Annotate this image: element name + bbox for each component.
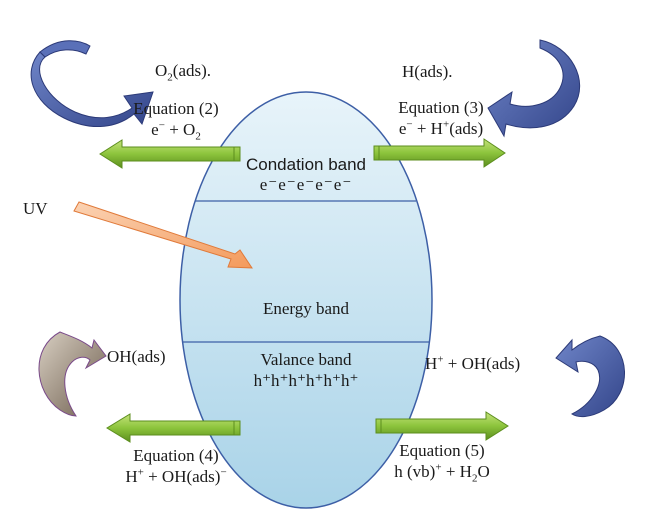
energy-band-label: Energy band <box>262 299 350 318</box>
energy-oval <box>179 91 433 509</box>
eq5-formula: h (vb)+ + H2O <box>394 461 490 485</box>
eq4-arrow <box>106 413 241 443</box>
eq5-arrow <box>375 411 509 441</box>
curved-arrow-icon <box>487 39 581 138</box>
curved-arrow-icon <box>30 40 154 128</box>
o2-ads-label: O2(ads). <box>155 61 212 84</box>
eq3-title: Equation (3) <box>398 98 484 117</box>
h-oh-ads-label: H+ + OH(ads) <box>425 353 521 373</box>
oh-ads-label: OH(ads) <box>107 347 166 366</box>
eq2-arrow <box>99 139 241 169</box>
eq2-title: Equation (2) <box>133 99 219 118</box>
uv-label: UV <box>23 199 48 218</box>
holes-label: h⁺h⁺h⁺h⁺h⁺h⁺ <box>253 371 359 390</box>
conduction-band-label: Condation band <box>245 155 367 174</box>
curved-arrow-icon <box>555 335 625 418</box>
eq2-formula: e− + O2 <box>151 119 201 143</box>
eq3-formula: e− + H+(ads) <box>398 118 484 138</box>
valance-band-label: Valance band <box>260 350 352 369</box>
eq4-formula: H+ + OH(ads)− <box>125 466 227 486</box>
electrons-label: e⁻e⁻e⁻e⁻e⁻ <box>259 175 353 194</box>
eq3-arrow <box>373 138 506 168</box>
curved-arrow-icon <box>38 331 107 417</box>
h-ads-label: H(ads). <box>402 62 453 81</box>
uv-arrow <box>73 201 253 269</box>
eq5-title: Equation (5) <box>399 441 485 460</box>
eq4-title: Equation (4) <box>133 446 219 465</box>
